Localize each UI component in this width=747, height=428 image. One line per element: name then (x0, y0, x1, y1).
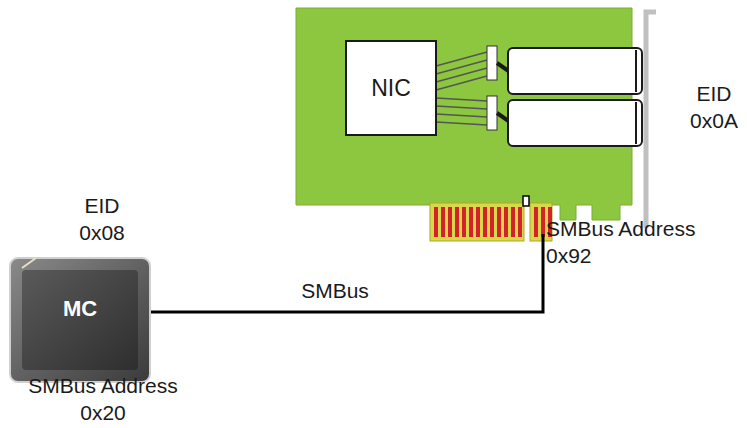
connector-fingers (434, 207, 552, 237)
smbus-address-label: SMBus Address 0x20 (26, 372, 180, 426)
mc-chip: MC (22, 270, 138, 346)
smbus-address-label: SMBus Address 0x92 (546, 215, 700, 269)
nic-chip-box: NIC (345, 40, 437, 136)
phy-chip (487, 46, 497, 80)
eid-label: EID 0x08 (74, 192, 130, 246)
chip-die (22, 270, 138, 370)
pcb-traces (436, 52, 487, 125)
edge-connector (430, 203, 524, 241)
eid-label: EID 0x0A (688, 80, 740, 134)
smbus-pin-marker (523, 196, 529, 206)
node-label: MC (63, 295, 97, 322)
smbus-wire (150, 234, 543, 312)
network-port (508, 100, 642, 146)
phy-chip (487, 96, 497, 130)
bus-label: SMBus (290, 277, 380, 304)
port-edge (635, 50, 637, 92)
card-bracket (646, 12, 656, 228)
port-edge (635, 102, 637, 144)
node-label: NIC (371, 75, 411, 102)
network-port (508, 48, 642, 94)
chip-pin1-mark (22, 258, 36, 268)
chip-package (10, 258, 150, 382)
